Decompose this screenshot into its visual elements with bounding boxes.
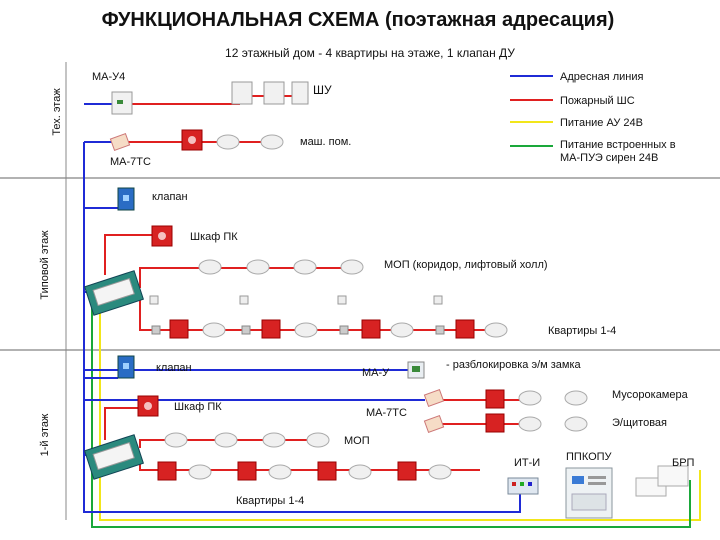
smoke-detector <box>260 134 284 150</box>
legend-label-power-siren-line2: МА-ПУЭ сирен 24В <box>560 152 658 164</box>
label-eshchit: Э/щитовая <box>612 417 667 429</box>
legend-label-power-siren-line1: Питание встроенных в <box>560 139 676 151</box>
smoke-detector <box>306 432 330 448</box>
label-ma-u: МА-У <box>362 367 390 379</box>
shu-cabinet-2 <box>263 81 285 105</box>
label-ppkopu: ППКОПУ <box>566 451 613 463</box>
label-ma-u4: МА-У4 <box>92 71 125 83</box>
valve-module-typical <box>117 187 135 211</box>
smoke-detector <box>216 134 240 150</box>
label-ma-7ts-top: МА-7ТС <box>110 156 151 168</box>
label-shkaf-pk-first: Шкаф ПК <box>174 401 222 413</box>
shu-cabinet-3 <box>291 81 309 105</box>
switchboard-room-devices <box>485 413 588 433</box>
label-razblok: - разблокировка э/м замка <box>446 359 582 371</box>
label-musor: Мусорокамера <box>612 389 689 401</box>
label-kvartiry-typical: Квартиры 1-4 <box>548 325 616 337</box>
smoke-detector <box>214 432 238 448</box>
brp-unit <box>635 465 689 497</box>
ma-7ts-module <box>423 388 445 408</box>
diagram-subtitle: 12 этажный дом - 4 квартиры на этаже, 1 … <box>225 46 515 60</box>
smoke-detector <box>198 259 222 275</box>
label-shu: ШУ <box>313 83 332 97</box>
smoke-detector <box>293 259 317 275</box>
smoke-detector <box>164 432 188 448</box>
valve-module-first <box>117 355 135 379</box>
apartment-group <box>239 295 318 339</box>
tech-detectors <box>216 134 284 150</box>
label-it-i: ИТ-И <box>514 457 540 469</box>
label-klapan-typical: клапан <box>152 191 188 203</box>
diagram-title: ФУНКЦИОНАЛЬНАЯ СХЕМА (поэтажная адресаци… <box>102 9 615 31</box>
apartment-group <box>433 295 508 339</box>
ma-u4-module <box>111 91 133 115</box>
ppkopu-panel <box>565 467 613 519</box>
siren-power-line <box>91 300 691 528</box>
zone-label-tech: Тех. этаж <box>51 88 63 136</box>
tech-manual-call-point <box>181 129 203 151</box>
label-mash-pom: маш. пом. <box>300 136 351 148</box>
legend-label-fire-loop: Пожарный ШС <box>560 95 635 107</box>
smoke-detector <box>340 259 364 275</box>
apartment-group <box>317 461 372 481</box>
zone-label-typical: Типовой этаж <box>39 230 51 300</box>
fire-cabinet-first <box>137 395 159 417</box>
legend-label-power-au: Питание АУ 24В <box>560 117 643 129</box>
label-mop-typical: МОП (коридор, лифтовый холл) <box>384 259 548 271</box>
fire-loop-mop-first <box>139 439 320 448</box>
apartment-devices-first <box>157 461 452 481</box>
ma-7ts-first-modules <box>423 388 445 434</box>
it-i-indicator <box>507 477 539 495</box>
garbage-room-devices <box>485 389 588 409</box>
shu-cabinets <box>231 81 309 105</box>
smoke-detector <box>262 432 286 448</box>
ma-7ts-module <box>423 414 445 434</box>
apartment-group <box>237 461 292 481</box>
zone-label-first: 1-й этаж <box>39 413 51 456</box>
apartment-group <box>149 295 226 339</box>
address-line-main <box>83 142 521 513</box>
legend-label-address: Адресная линия <box>560 71 643 83</box>
label-ma-7ts-first: МА-7ТС <box>366 407 407 419</box>
label-klapan-first: клапан <box>156 362 192 374</box>
apartment-group <box>157 461 212 481</box>
apartment-devices-typical <box>149 295 508 339</box>
fire-loop-cabinet-first <box>104 407 145 440</box>
mop-detectors-typical <box>198 259 364 275</box>
power-au-line <box>99 300 701 521</box>
fire-loop-mop-typ <box>139 267 355 288</box>
controller-board-typical <box>84 270 144 316</box>
label-shkaf-pk-typical: Шкаф ПК <box>190 231 238 243</box>
mop-detectors-first <box>164 432 330 448</box>
legend: Адресная линия Пожарный ШС Питание АУ 24… <box>510 71 679 164</box>
fire-cabinet-typical <box>151 225 173 247</box>
shu-cabinet-1 <box>231 81 253 105</box>
legend-label-power-siren: Питание встроенных в МА-ПУЭ сирен 24В <box>560 139 679 164</box>
fire-loop-apts-typ <box>139 300 500 331</box>
apartment-group <box>397 461 452 481</box>
label-brp: БРП <box>672 457 695 469</box>
ma-7ts-top-module <box>109 132 131 152</box>
controller-board-first <box>84 434 144 480</box>
ma-u-module <box>407 361 425 379</box>
fire-loop-cabinet-typ <box>104 234 155 275</box>
label-mop-first: МОП <box>344 435 370 447</box>
smoke-detector <box>246 259 270 275</box>
apartment-group <box>337 295 414 339</box>
label-kvartiry-first: Квартиры 1-4 <box>236 495 304 507</box>
